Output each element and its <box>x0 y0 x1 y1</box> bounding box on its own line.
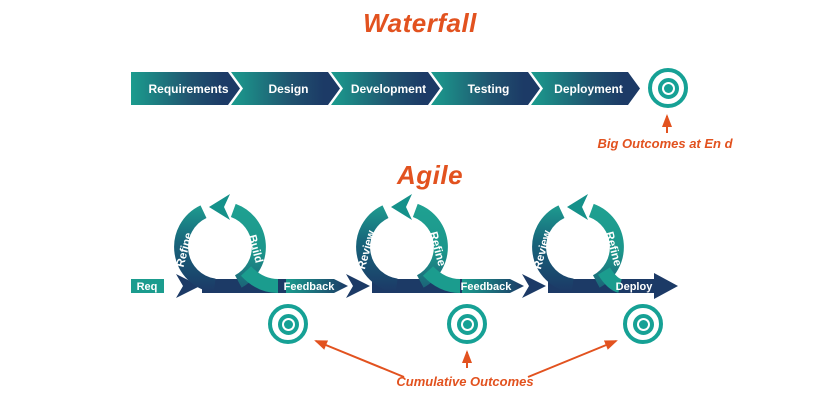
annotation-arrows <box>314 114 672 378</box>
loop-left-arc <box>532 205 574 293</box>
bullseye-dot <box>638 319 648 329</box>
stage-chevron-development: Development <box>331 72 440 105</box>
loop-exit-tail <box>598 267 623 293</box>
chevron-arrow-icon <box>176 274 200 298</box>
bullseye-ring <box>277 313 299 335</box>
cumulative-outcomes-label: Cumulative Outcomes <box>396 374 534 389</box>
req-label: Req <box>136 281 158 293</box>
agile-baseline <box>131 273 678 299</box>
bullseye-icon <box>447 304 487 344</box>
stage-label: Design <box>268 81 309 96</box>
loop-exit-tail <box>240 266 279 293</box>
bullseye-icon <box>268 304 308 344</box>
feedback-bar <box>286 279 348 293</box>
bullseye-dot <box>283 319 293 329</box>
stage-chevron-testing: Testing <box>431 72 540 105</box>
bullseye-ring <box>632 313 654 335</box>
deploy-label: Deploy <box>615 281 653 293</box>
req-bar <box>131 279 164 293</box>
sprint-loop-1 <box>174 194 279 293</box>
stage-label: Development <box>350 81 427 96</box>
chevron-arrow-icon <box>522 274 546 298</box>
stage-chevron-deployment: Deployment <box>531 72 640 105</box>
feedback-label: Feedback <box>283 281 335 293</box>
stage-label: Requirements <box>148 81 229 96</box>
loop-left-arc <box>174 205 216 293</box>
bullseye-ring <box>456 313 478 335</box>
loop-exit-tail <box>422 266 461 293</box>
stage-chevron-requirements: Requirements <box>131 72 240 105</box>
arrowhead-icon <box>654 273 678 299</box>
stage-label: Testing <box>467 81 510 96</box>
waterfall-title: Waterfall <box>363 8 477 38</box>
sprint-loop-2 <box>356 194 461 293</box>
loop-arrowhead-icon <box>567 194 588 220</box>
stage-chevron-design: Design <box>231 72 340 105</box>
agile-title: Agile <box>396 160 464 190</box>
chevron-arrow-icon <box>346 274 370 298</box>
bullseye-dot <box>663 83 673 93</box>
bullseye-icon <box>648 68 688 108</box>
loop-left-arc <box>356 205 398 293</box>
sprint-loop-3 <box>532 194 624 293</box>
big-outcomes-label: Big Outcomes at En d <box>597 136 733 151</box>
bullseye-icon <box>623 304 663 344</box>
loop-arrowhead-icon <box>209 194 230 220</box>
bullseye-dot <box>462 319 472 329</box>
up-right-arrow-icon <box>527 340 618 378</box>
loop-arrowhead-icon <box>391 194 412 220</box>
stage-label: Deployment <box>554 81 623 96</box>
feedback-label: Feedback <box>460 281 512 293</box>
up-left-arrow-icon <box>314 340 405 378</box>
feedback-bar <box>462 279 524 293</box>
bullseye-ring <box>657 77 679 99</box>
